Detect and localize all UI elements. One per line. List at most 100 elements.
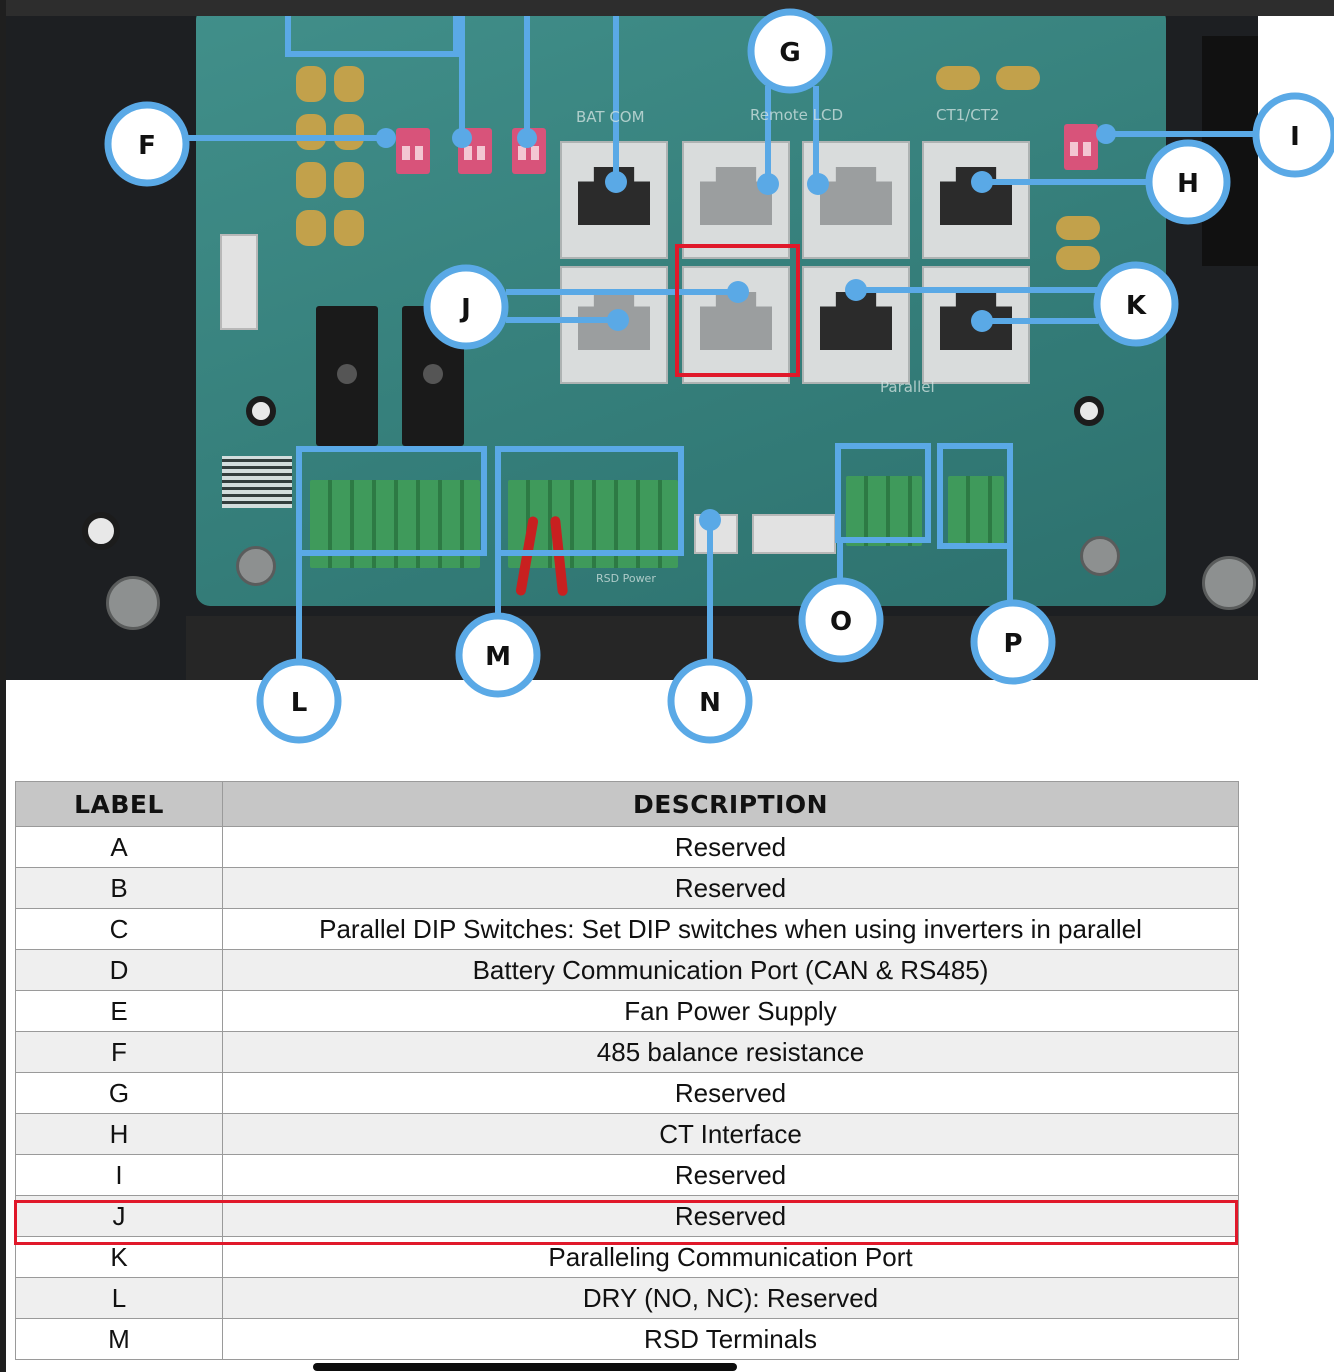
capacitor <box>296 66 326 102</box>
screw <box>106 576 160 630</box>
table-row: G Reserved <box>15 1072 1239 1114</box>
callout-overlay: F G I H J K L M N O P BAT COM Re <box>104 8 1334 744</box>
row-label: M <box>15 1318 223 1360</box>
callout-k: K <box>1093 261 1179 347</box>
svg-text:L: L <box>291 688 308 718</box>
header-description: DESCRIPTION <box>222 781 1239 827</box>
rj45-remote-lcd-2 <box>802 141 910 259</box>
callout-h: H <box>1145 139 1231 225</box>
row-label: D <box>15 949 223 991</box>
highlight-port-box <box>675 244 800 377</box>
silk-remote-lcd: Remote LCD <box>750 106 843 124</box>
capacitor <box>334 210 364 246</box>
table-row: F 485 balance resistance <box>15 1031 1239 1073</box>
table-row: H CT Interface <box>15 1113 1239 1155</box>
silk-parallel: Parallel <box>880 378 935 396</box>
row-label: A <box>15 826 223 868</box>
svg-text:I: I <box>1290 122 1300 152</box>
terminal-block-o <box>846 476 922 546</box>
callout-f: F <box>104 101 190 187</box>
silkscreen-text: BAT COM Remote LCD CT1/CT2 Parallel RSD … <box>576 106 999 585</box>
table-header-row: LABEL DESCRIPTION <box>15 781 1239 827</box>
svg-text:G: G <box>779 38 800 68</box>
label-description-table: LABEL DESCRIPTION A Reserved B Reserved … <box>15 781 1239 1360</box>
screw <box>1080 536 1120 576</box>
table-row: K Paralleling Communication Port <box>15 1236 1239 1278</box>
table-row: D Battery Communication Port (CAN & RS48… <box>15 949 1239 991</box>
row-description: Fan Power Supply <box>222 990 1239 1032</box>
callout-dots <box>376 124 1116 531</box>
table-row-highlighted: J Reserved <box>15 1195 1239 1237</box>
top-bar <box>0 0 1334 16</box>
callout-leader-lines <box>186 16 1256 662</box>
capacitor <box>296 114 326 150</box>
row-label: E <box>15 990 223 1032</box>
row-description: Reserved <box>222 1195 1239 1237</box>
capacitor <box>296 210 326 246</box>
dip-switch-f <box>396 128 430 174</box>
capacitor <box>334 114 364 150</box>
row-label: C <box>15 908 223 950</box>
table-row: B Reserved <box>15 867 1239 909</box>
relay <box>316 306 378 446</box>
row-description: RSD Terminals <box>222 1318 1239 1360</box>
screw <box>236 546 276 586</box>
callout-m: M <box>455 612 541 698</box>
rj45-remote-lcd-1 <box>682 141 790 259</box>
svg-text:N: N <box>699 688 721 718</box>
callout-n: N <box>667 658 753 744</box>
terminal-block-p <box>948 476 1004 546</box>
row-label: B <box>15 867 223 909</box>
silk-rsd-power: RSD Power <box>596 572 656 585</box>
capacitor <box>334 162 364 198</box>
row-label: F <box>15 1031 223 1073</box>
row-label: G <box>15 1072 223 1114</box>
row-description: Reserved <box>222 1154 1239 1196</box>
svg-text:O: O <box>830 607 852 637</box>
row-description: Reserved <box>222 867 1239 909</box>
row-description: Reserved <box>222 826 1239 868</box>
capacitor <box>296 162 326 198</box>
table-row: E Fan Power Supply <box>15 990 1239 1032</box>
svg-text:F: F <box>138 131 156 161</box>
callout-j: J <box>423 264 509 350</box>
rj45-parallel-1 <box>802 266 910 384</box>
connector <box>220 234 258 330</box>
svg-text:H: H <box>1177 169 1199 199</box>
callout-l: L <box>256 658 342 744</box>
table-row: A Reserved <box>15 826 1239 868</box>
home-indicator[interactable] <box>313 1363 737 1371</box>
row-label: H <box>15 1113 223 1155</box>
rj45-bat-com <box>560 141 668 259</box>
connector <box>752 514 836 554</box>
row-description: CT Interface <box>222 1113 1239 1155</box>
row-label: K <box>15 1236 223 1278</box>
qr-label <box>222 456 292 508</box>
svg-text:P: P <box>1003 629 1022 659</box>
mount-hole <box>1074 396 1104 426</box>
mount-hole <box>246 396 276 426</box>
rj45-ct <box>922 141 1030 259</box>
capacitor <box>334 66 364 102</box>
callout-p: P <box>970 599 1056 685</box>
callout-i: I <box>1252 92 1334 178</box>
row-description: 485 balance resistance <box>222 1031 1239 1073</box>
svg-text:M: M <box>485 642 511 672</box>
row-description: Paralleling Communication Port <box>222 1236 1239 1278</box>
row-description: Parallel DIP Switches: Set DIP switches … <box>222 908 1239 950</box>
svg-text:J: J <box>459 294 471 324</box>
dip-switch-i <box>1064 124 1098 170</box>
silk-bat-com: BAT COM <box>576 108 645 126</box>
screw <box>1202 556 1256 610</box>
capacitor <box>1056 246 1100 270</box>
row-description: Battery Communication Port (CAN & RS485) <box>222 949 1239 991</box>
table-row: I Reserved <box>15 1154 1239 1196</box>
row-label: I <box>15 1154 223 1196</box>
silk-ct: CT1/CT2 <box>936 106 999 124</box>
table-row: L DRY (NO, NC): Reserved <box>15 1277 1239 1319</box>
capacitor <box>936 66 980 90</box>
capacitor <box>1056 216 1100 240</box>
capacitor <box>996 66 1040 90</box>
callout-o: O <box>798 577 884 663</box>
svg-text:K: K <box>1126 291 1147 321</box>
